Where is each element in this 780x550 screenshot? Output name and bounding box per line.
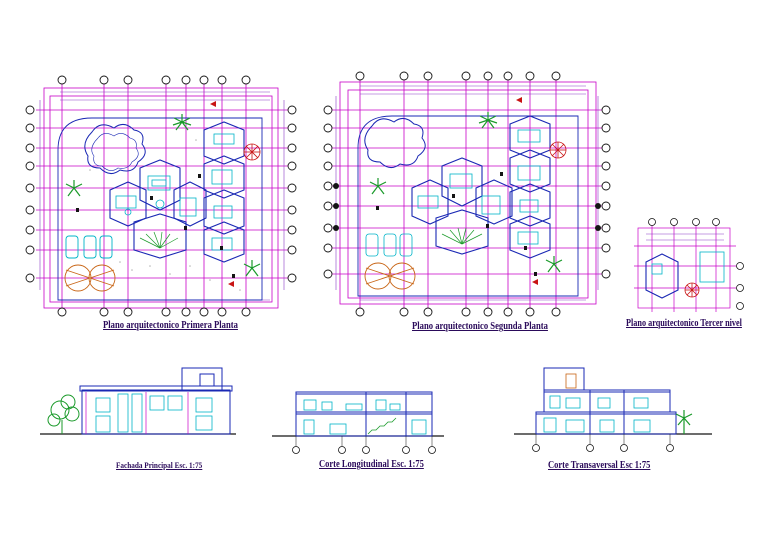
third-level-plan-caption: Plano arquitectonico Tercer nivel bbox=[626, 318, 742, 329]
ground-floor-plan-caption: Plano arquitectonico Primera Planta bbox=[103, 320, 238, 331]
second-floor-plan-caption: Plano arquitectonico Segunda Planta bbox=[412, 321, 548, 332]
facade-caption: Fachada Principal Esc. 1:75 bbox=[116, 460, 203, 470]
transversal-section bbox=[514, 367, 712, 452]
second-floor-plan bbox=[323, 71, 611, 317]
front-facade bbox=[40, 367, 236, 435]
transversal-section-caption: Corte Transaversal Esc 1:75 bbox=[548, 460, 651, 471]
ground-floor-plan bbox=[25, 75, 297, 317]
longitudinal-section bbox=[272, 391, 444, 454]
longitudinal-section-caption: Corte Longitudinal Esc. 1:75 bbox=[319, 459, 424, 470]
third-level-plan bbox=[634, 218, 744, 312]
